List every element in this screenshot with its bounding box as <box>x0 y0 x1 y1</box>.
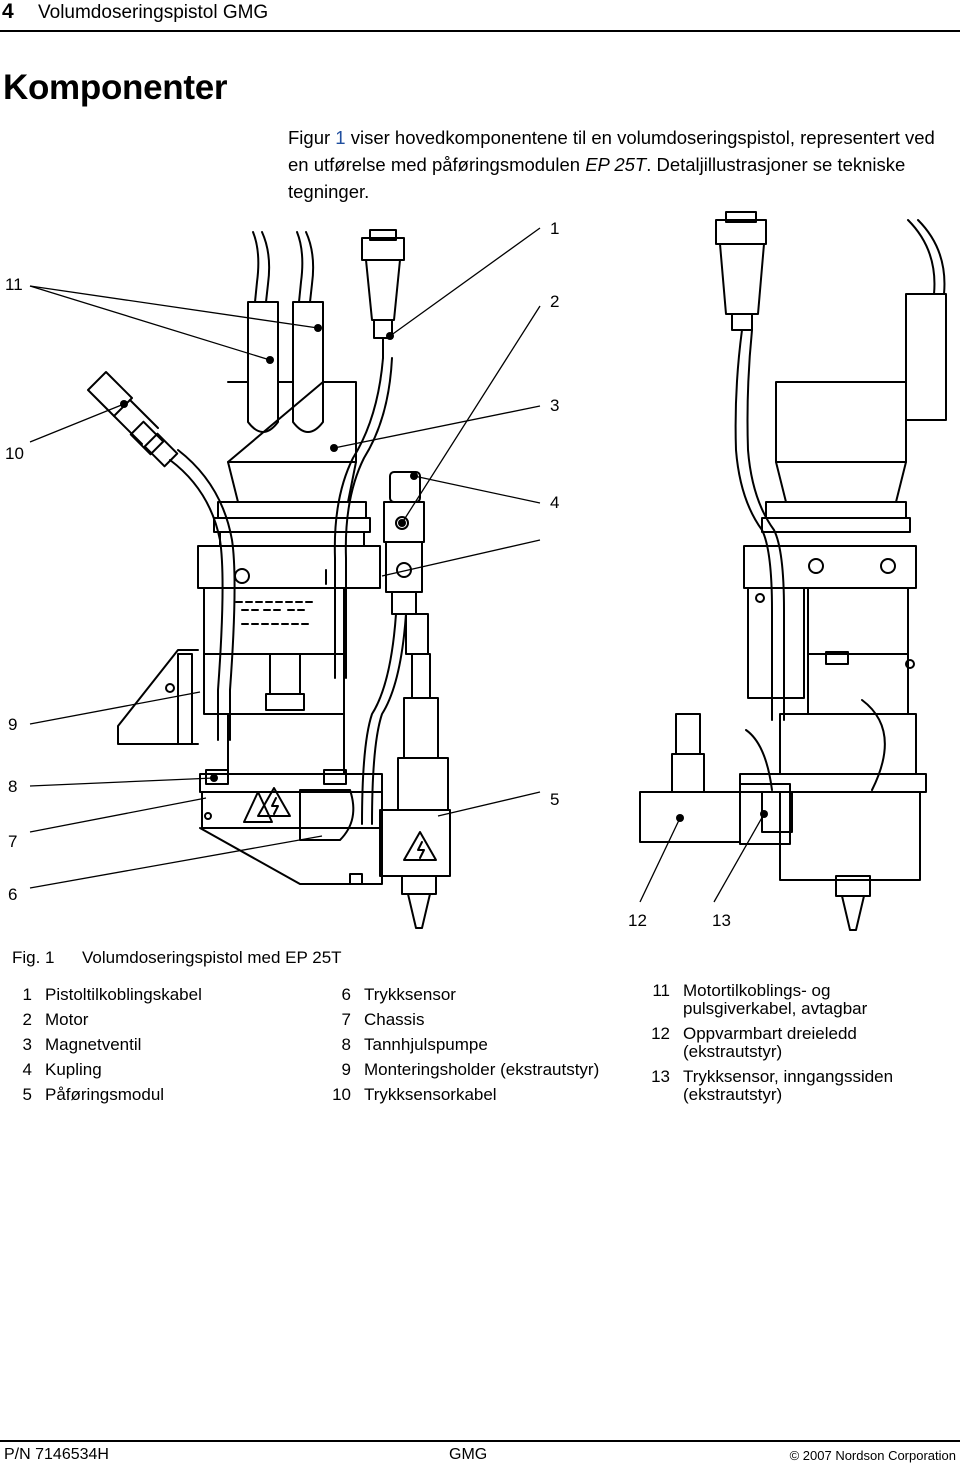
legend-number: 4 <box>22 1060 32 1079</box>
legend-number: 10 <box>332 1085 351 1104</box>
legend-column-1: 1 Pistoltilkoblingskabel 2 Motor 3 Magnetve… <box>0 982 202 1107</box>
pressure-sensor-cable <box>87 371 236 741</box>
legend-line: Oppvarmbart dreieledd <box>683 1024 857 1043</box>
legend-label: Monteringsholder (ekstrautstyr) <box>364 1060 600 1079</box>
copyright: © 2007 Nordson Corporation <box>789 1448 956 1463</box>
legend-label: Kupling <box>45 1060 102 1079</box>
legend-number: 6 <box>341 985 351 1004</box>
callout-8: 8 <box>8 777 17 796</box>
legend-item: 5 Påføringsmodul <box>0 1082 202 1107</box>
callout-11: 11 <box>5 275 23 294</box>
legend-label: Oppvarmbart dreieledd(ekstrautstyr) <box>683 1025 857 1061</box>
chassis-left <box>117 545 383 793</box>
legend-label: Motor <box>45 1010 89 1029</box>
intro-paragraph: Figur 1 viser hovedkomponentene til en v… <box>288 124 948 205</box>
motor-cable-right <box>905 219 947 421</box>
legend-item: 1 Pistoltilkoblingskabel <box>0 982 202 1007</box>
leader-lines <box>29 227 765 903</box>
legend-item: 9 Monteringsholder (ekstrautstyr) <box>318 1057 600 1082</box>
legend-label: Chassis <box>364 1010 425 1029</box>
part-number: P/N 7146534H <box>4 1446 109 1463</box>
legend-label: Trykksensor <box>364 985 456 1004</box>
caption-text: Volumdoseringspistol med EP 25T <box>82 948 342 967</box>
callout-7: 7 <box>8 832 17 851</box>
legend-label: Tannhjulspumpe <box>364 1035 488 1054</box>
callout-9: 9 <box>8 715 17 734</box>
gear-pump-left <box>199 769 383 885</box>
rotary-joint <box>639 713 793 845</box>
legend-number: 13 <box>651 1067 670 1086</box>
section-heading: Komponenter <box>3 68 228 107</box>
callout-2: 2 <box>550 292 559 311</box>
legend-number: 12 <box>651 1024 670 1043</box>
legend-item: 3 Magnetventil <box>0 1032 202 1057</box>
running-title: Volumdoseringspistol GMG <box>38 2 269 23</box>
figure-reference-link[interactable]: 1 <box>335 127 346 148</box>
legend-number: 3 <box>22 1035 32 1054</box>
legend-number: 1 <box>22 985 32 1004</box>
page-number: 4 <box>2 0 14 23</box>
solenoid-valve <box>361 471 431 825</box>
leader-dots <box>120 324 768 822</box>
motor-housing-right <box>761 381 911 533</box>
intro-text-3: . Detaljillustrasjoner se tekniske tegni… <box>288 154 906 202</box>
header-rule <box>0 30 960 32</box>
legend-number: 9 <box>341 1060 351 1079</box>
footer-rule <box>0 1440 960 1442</box>
gun-cable-connector-right <box>715 211 785 721</box>
callout-6: 6 <box>8 885 17 904</box>
legend-line: pulsgiverkabel, avtagbar <box>683 999 868 1018</box>
legend-item: 13 Trykksensor, inngangssiden(ekstrautsty… <box>628 1068 893 1104</box>
legend-line: (ekstrautstyr) <box>683 1085 783 1104</box>
legend-item: 12 Oppvarmbart dreieledd(ekstrautstyr) <box>628 1025 893 1061</box>
application-module-left <box>379 697 451 929</box>
legend-label: Pistoltilkoblingskabel <box>45 985 202 1004</box>
legend-item: 6 Trykksensor <box>318 982 599 1007</box>
legend-item: 4 Kupling <box>0 1057 202 1082</box>
motor-cables <box>247 231 324 433</box>
legend-label: Trykksensor, inngangssiden(ekstrautstyr) <box>683 1068 893 1104</box>
legend-line: (ekstrautstyr) <box>683 1042 783 1061</box>
legend-number: 8 <box>341 1035 351 1054</box>
caption-figure-number: Fig. 1 <box>12 948 55 967</box>
legend-item: 2 Motor <box>0 1007 202 1032</box>
legend-item: 8 Tannhjulspumpe <box>318 1032 599 1057</box>
callout-13: 13 <box>712 911 731 930</box>
technical-drawing: 1 2 3 4 5 6 7 8 9 10 11 12 13 <box>0 210 960 940</box>
legend-line: Trykksensor, inngangssiden <box>683 1067 894 1086</box>
legend-number: 5 <box>22 1085 32 1104</box>
legend-number: 2 <box>22 1010 32 1029</box>
intro-text-2: viser hovedkomponentene til en volumdose… <box>288 127 935 175</box>
legend-number: 11 <box>652 981 670 1000</box>
callout-12: 12 <box>628 911 647 930</box>
legend-line: Motortilkoblings- og <box>683 981 831 1000</box>
legend-item: 10 Trykksensorkabel <box>318 1082 599 1107</box>
legend-item: 7 Chassis <box>318 1007 599 1032</box>
callout-4: 4 <box>550 493 559 512</box>
nozzle-right <box>835 875 871 931</box>
gun-cable-connector <box>333 229 405 679</box>
footer-product: GMG <box>449 1446 488 1463</box>
callout-10: 10 <box>5 444 24 463</box>
callout-5: 5 <box>550 790 559 809</box>
legend-label: Påføringsmodul <box>45 1085 165 1104</box>
intro-text-1: Figur <box>288 127 336 148</box>
legend-label: Magnetventil <box>45 1035 142 1054</box>
module-name: EP 25T <box>585 154 647 175</box>
chassis-right <box>739 545 927 881</box>
callout-1: 1 <box>550 219 559 238</box>
callout-3: 3 <box>550 396 559 415</box>
legend-label: Trykksensorkabel <box>364 1085 497 1104</box>
dispensing-gun-illustration: 1 2 3 4 5 6 7 8 9 10 11 12 13 <box>5 211 947 931</box>
legend-number: 7 <box>341 1010 351 1029</box>
warning-labels <box>257 787 437 861</box>
figure-caption: Fig. 1 Volumdoseringspistol med EP 25T <box>12 948 342 968</box>
